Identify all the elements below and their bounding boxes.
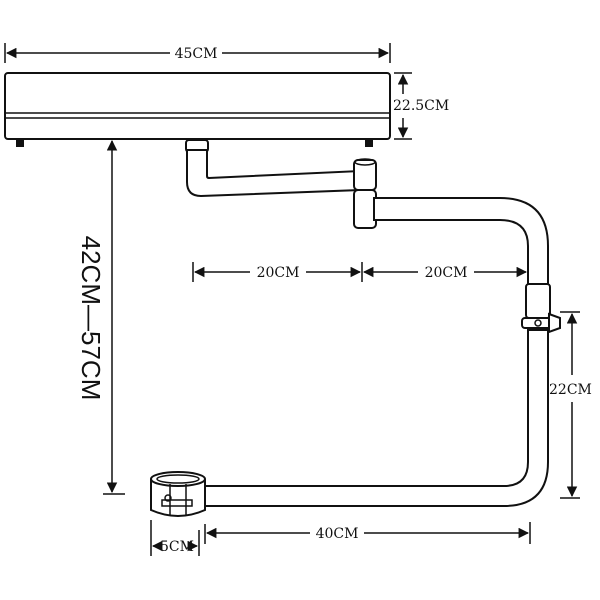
tray-pad [4, 72, 391, 147]
arm-segment-1-label: 20CM [257, 265, 300, 281]
base-span-label: 40CM [316, 526, 359, 542]
height-range-label: 42CM—57CM [76, 236, 106, 401]
clamp-height-dimension: 22CM [549, 311, 592, 499]
arm-segment-dimension: 20CM 20CM [192, 262, 529, 282]
clamp-width-dimension: 5CM [150, 520, 200, 556]
tray-thickness-label: 22.5CM [393, 98, 449, 114]
tray-width-label: 45CM [175, 46, 218, 62]
clamp-width-label: 5CM [160, 539, 194, 555]
table-clamp [150, 471, 206, 517]
clamp-bolt-icon [164, 494, 172, 502]
arm-segment-2-label: 20CM [425, 265, 468, 281]
wing-screw-icon [521, 312, 561, 334]
tray-foot-left [16, 139, 24, 147]
tray-foot-right [365, 139, 373, 147]
tray-width-dimension: 45CM [4, 43, 391, 63]
tray-thickness-dimension: 22.5CM [393, 72, 449, 140]
height-range-dimension: 42CM—57CM [76, 139, 125, 495]
base-span-dimension: 40CM [204, 522, 531, 544]
articulated-arm [185, 139, 561, 507]
clamp-height-label: 22CM [549, 382, 592, 398]
